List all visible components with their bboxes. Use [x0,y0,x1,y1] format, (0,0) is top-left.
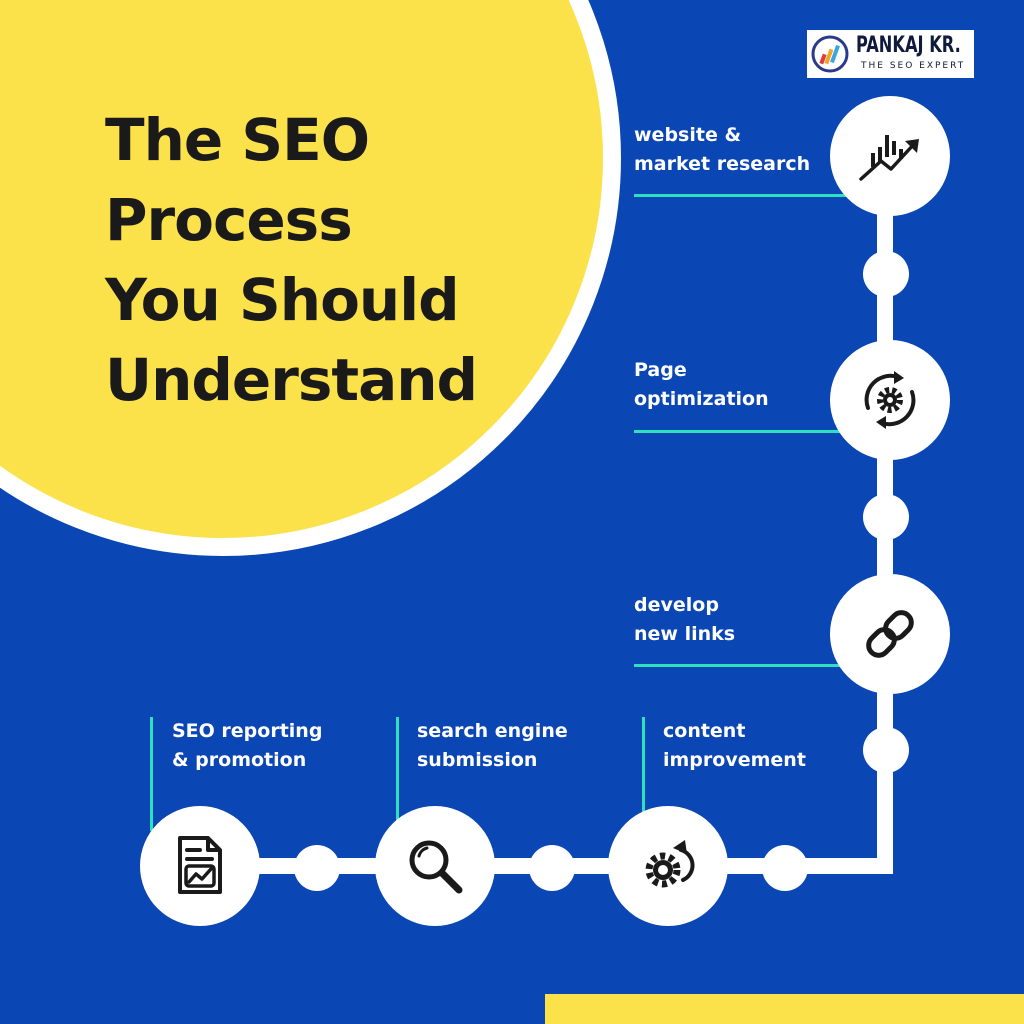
connector-dot [529,845,575,891]
step-node-reporting [140,806,260,926]
step-1-line-2: market research [634,153,811,175]
link-icon [866,610,914,658]
step-node-content [608,806,728,926]
step-3-line-1: develop [634,594,719,616]
step-label-optimization: Page optimization [634,356,769,414]
gear-arrow-icon [645,840,695,888]
connector-dot [762,845,808,891]
step-1-line-1: website & [634,124,742,146]
step-node-submission [375,806,495,926]
brand-logo: PANKAJ KR. THE SEO EXPERT [807,30,974,78]
logo-name: PANKAJ KR. [856,33,961,58]
step-label-content: content improvement [663,717,806,775]
step-3-line-2: new links [634,623,736,645]
page-title: The SEO Process You Should Understand [105,100,545,420]
gear-refresh-icon [864,371,916,429]
step-label-research: website & market research [634,121,810,179]
step-label-links: develop new links [634,591,735,649]
step-node-links [830,574,950,694]
accent-line-step-3 [634,664,844,667]
step-4-line-1: content [663,720,746,742]
step-label-submission: search engine submission [417,717,568,775]
step-5-line-2: submission [417,749,538,771]
step-node-research [830,96,950,216]
step-2-line-2: optimization [634,388,769,410]
step-node-optimization [830,340,950,460]
connector-dot [294,845,340,891]
yellow-footer-bar [545,994,1024,1024]
step-label-reporting: SEO reporting & promotion [172,717,322,775]
step-4-line-2: improvement [663,749,806,771]
title-line-3: You Should [105,266,460,334]
accent-line-step-6 [150,717,153,831]
step-6-line-2: & promotion [172,749,307,771]
connector-dot [863,727,909,773]
growth-chart-icon [859,135,919,181]
connector-dot [863,494,909,540]
title-line-1: The SEO [105,106,370,174]
step-2-line-1: Page [634,359,687,381]
accent-line-step-5 [396,717,399,821]
connector-dot [863,251,909,297]
title-line-4: Understand [105,346,478,414]
step-6-line-1: SEO reporting [172,720,323,742]
title-line-2: Process [105,186,353,254]
magnifier-icon [409,840,463,894]
accent-line-step-2 [634,430,844,433]
step-5-line-1: search engine [417,720,568,742]
logo-mark-icon [811,35,849,73]
accent-line-step-4 [642,717,645,817]
accent-line-step-1 [634,194,930,197]
logo-tagline: THE SEO EXPERT [861,61,966,71]
report-icon [178,836,222,894]
